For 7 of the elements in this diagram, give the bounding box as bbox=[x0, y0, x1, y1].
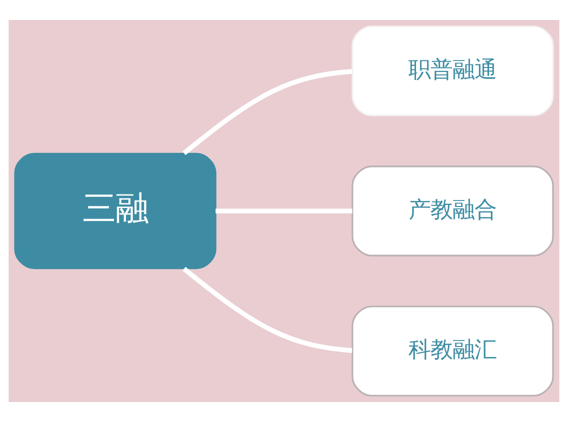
connector bbox=[182, 68, 352, 155]
node-box: 三融 bbox=[14, 152, 216, 269]
connector bbox=[182, 266, 352, 352]
connector bbox=[216, 208, 352, 213]
node-box: 产教融合 bbox=[352, 165, 554, 256]
node-box: 职普融通 bbox=[352, 25, 554, 116]
node-box: 科教融汇 bbox=[352, 305, 554, 396]
